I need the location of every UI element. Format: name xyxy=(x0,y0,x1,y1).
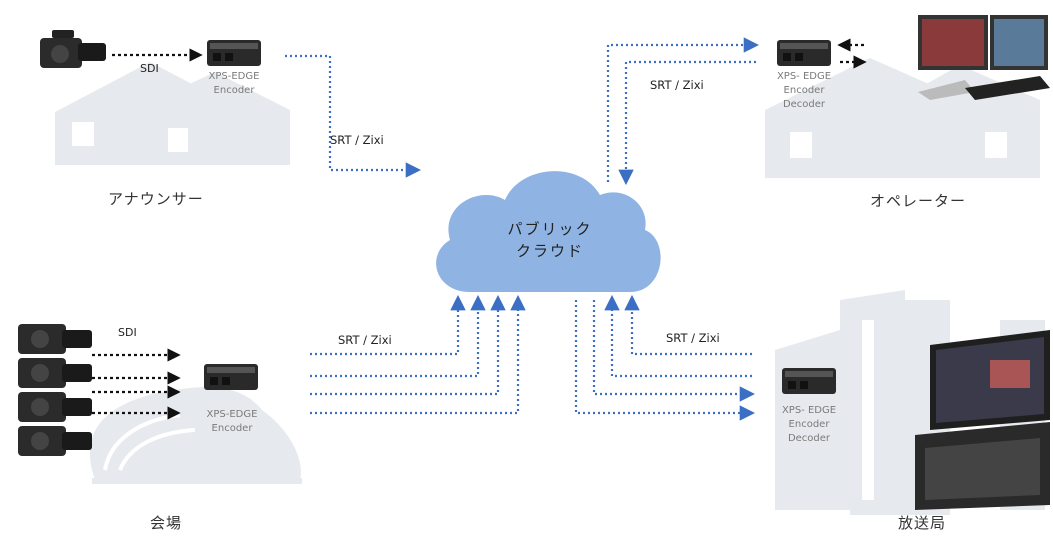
encoder-device-icon xyxy=(204,364,258,390)
encoder-device-icon xyxy=(782,368,836,394)
camera-stack-icon xyxy=(18,324,92,456)
announcer-houses xyxy=(55,62,290,165)
encoder-role: Encoder xyxy=(211,423,253,434)
site-label-operator: オペレーター xyxy=(870,192,967,210)
cloud-label-line1: パブリック xyxy=(507,220,593,238)
encoder-model: XPS- EDGE xyxy=(781,405,837,416)
decoder-role: Decoder xyxy=(782,99,826,110)
srt-label-announcer: SRT / Zixi xyxy=(330,133,384,147)
site-label-broadcaster: 放送局 xyxy=(898,514,947,532)
decoder-role: Decoder xyxy=(787,433,831,444)
encoder-device-icon xyxy=(207,40,261,66)
encoder-role: Encoder xyxy=(788,419,830,430)
encoder-caption-venue: XPS-EDGE Encoder xyxy=(194,408,270,436)
cloud-label: パブリック クラウド xyxy=(480,218,620,262)
encoder-caption-operator: XPS- EDGE Encoder Decoder xyxy=(766,70,842,112)
venue-stadium xyxy=(89,387,302,484)
switcher-laptop-icon xyxy=(915,330,1050,510)
srt-label-operator: SRT / Zixi xyxy=(650,78,704,92)
srt-links xyxy=(285,37,760,421)
encoder-model: XPS-EDGE xyxy=(206,409,258,420)
encoder-model: XPS-EDGE xyxy=(208,71,260,82)
encoder-role: Encoder xyxy=(213,85,255,96)
encoder-model: XPS- EDGE xyxy=(776,71,832,82)
cloud-label-line2: クラウド xyxy=(515,242,584,260)
operator-workstation-icon xyxy=(918,15,1050,100)
sdi-label: SDI xyxy=(118,326,137,339)
srt-label-venue: SRT / Zixi xyxy=(338,333,392,347)
encoder-caption-broadcaster: XPS- EDGE Encoder Decoder xyxy=(771,404,847,446)
site-label-venue: 会場 xyxy=(150,514,183,532)
sdi-links xyxy=(92,38,867,420)
site-label-announcer: アナウンサー xyxy=(108,190,204,208)
encoder-device-icon xyxy=(777,40,831,66)
public-cloud xyxy=(436,171,661,292)
encoder-role: Encoder xyxy=(783,85,825,96)
encoder-caption-announcer: XPS-EDGE Encoder xyxy=(196,70,272,98)
srt-label-broadcaster: SRT / Zixi xyxy=(666,331,720,345)
camera-icon xyxy=(40,30,106,68)
sdi-label: SDI xyxy=(140,62,159,75)
